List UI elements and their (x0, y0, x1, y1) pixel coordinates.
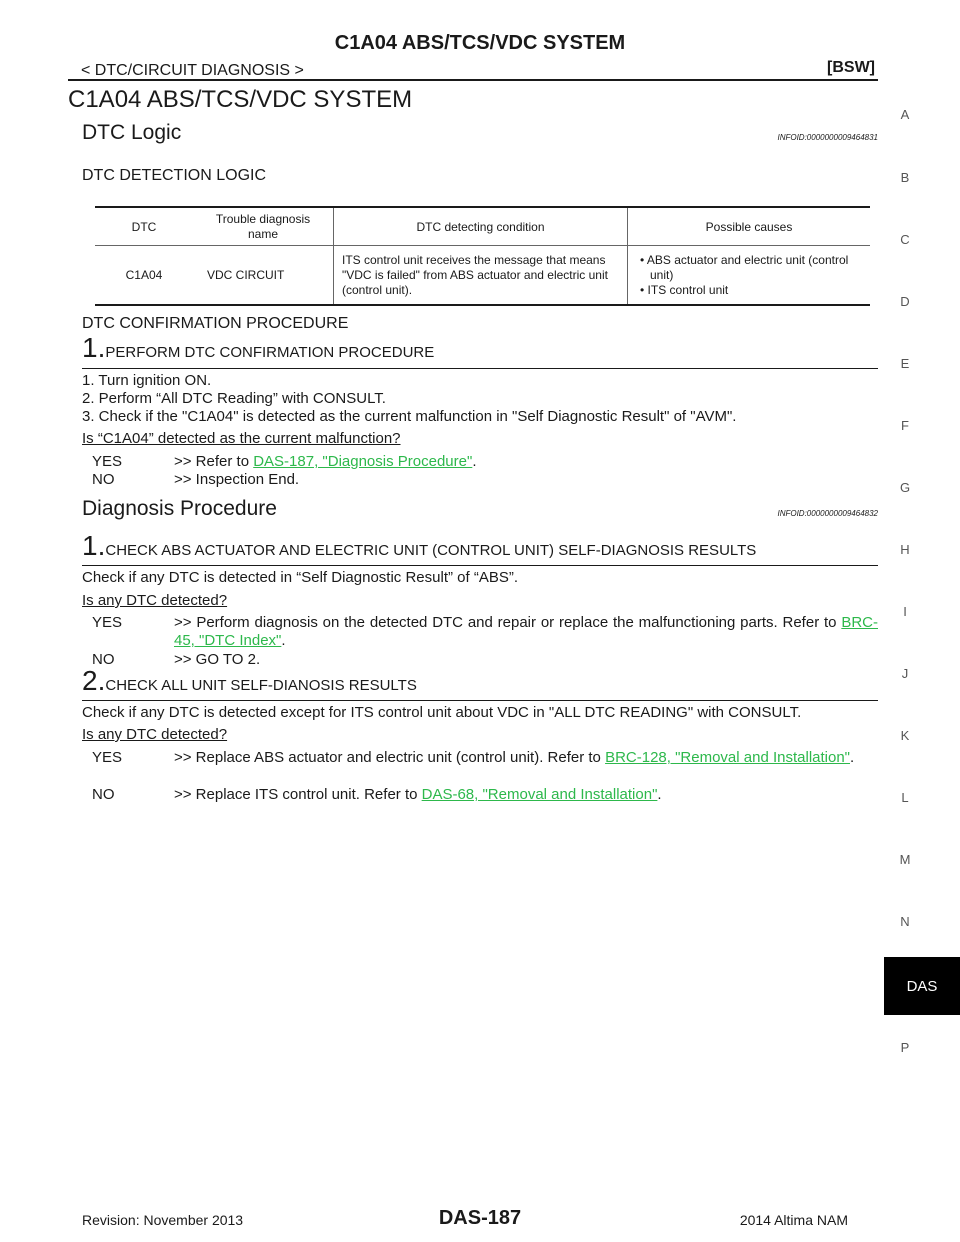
side-index-das-active[interactable]: DAS (884, 957, 960, 1015)
header-rule (68, 79, 878, 81)
header-model-code: [BSW] (827, 59, 875, 76)
table-row: C1A04 VDC CIRCUIT ITS control unit recei… (95, 245, 870, 305)
diagnosis-procedure-link[interactable]: DAS-187, "Diagnosis Procedure" (253, 453, 473, 470)
diag-step-1-question: Is any DTC detected? (82, 592, 228, 609)
diag-step-1-no-row: NO >> GO TO 2. (92, 651, 878, 668)
diag-step-2-yes-row: YES >> Replace ABS actuator and electric… (92, 749, 878, 767)
no-key: NO (92, 651, 115, 668)
side-index-f[interactable]: F (901, 418, 909, 433)
side-index-p[interactable]: P (900, 1040, 910, 1055)
no-text: >> GO TO 2. (174, 651, 261, 668)
side-index-j[interactable]: J (901, 666, 909, 681)
footer-revision: Revision: November 2013 (82, 1212, 244, 1228)
cell-causes: • ABS actuator and electric unit (contro… (627, 245, 870, 305)
list-item: 3. Check if the "C1A04" is detected as t… (82, 408, 737, 425)
list-item: 1. Turn ignition ON. (82, 372, 212, 389)
side-index-i[interactable]: I (903, 604, 907, 619)
list-item: • ITS control unit (640, 282, 729, 297)
confirm-no-row: NO >> Inspection End. (92, 471, 878, 488)
diag-step-1-yes-row: YES >> Perform diagnosis on the detected… (92, 614, 878, 650)
step-number: 2. (82, 665, 106, 696)
no-end: . (657, 786, 662, 803)
cause-2: ITS control unit (647, 282, 729, 297)
side-index-b[interactable]: B (900, 170, 910, 185)
diagnosis-infoid: INFOID:0000000009464832 (777, 509, 878, 518)
page-title: C1A04 ABS/TCS/VDC SYSTEM (68, 86, 413, 113)
diagnosis-procedure-heading: Diagnosis Procedure (82, 497, 277, 520)
diag-step-2-no-row: NO >> Replace ITS control unit. Refer to… (92, 786, 878, 803)
yes-end: . (850, 749, 855, 766)
cause-1: ABS actuator and electric unit (control … (646, 252, 849, 282)
brc-removal-installation-link[interactable]: BRC-128, "Removal and Installation" (605, 749, 850, 766)
cell-condition: ITS control unit receives the message th… (333, 245, 628, 305)
step-title: CHECK ABS ACTUATOR AND ELECTRIC UNIT (CO… (105, 542, 757, 559)
side-index-c[interactable]: C (900, 232, 910, 247)
das-removal-installation-link[interactable]: DAS-68, "Removal and Installation" (421, 786, 658, 803)
dtc-confirmation-heading: DTC CONFIRMATION PROCEDURE (82, 315, 349, 332)
table-header-condition: DTC detecting condition (333, 207, 628, 246)
side-index-a[interactable]: A (900, 107, 910, 122)
step-number: 1. (82, 530, 106, 561)
list-item: 2. Perform “All DTC Reading” with CONSUL… (82, 390, 386, 407)
side-index-g[interactable]: G (899, 480, 911, 495)
yes-text: >> Replace ABS actuator and electric uni… (174, 749, 606, 766)
table-header-name-text: Trouble diagnosis name (215, 211, 311, 241)
dtc-logic-heading: DTC Logic (82, 121, 182, 144)
side-index-h[interactable]: H (900, 542, 910, 557)
side-index-d[interactable]: D (900, 294, 910, 309)
diag-step-2-text: Check if any DTC is detected except for … (82, 704, 802, 721)
yes-end: . (281, 632, 286, 649)
step-rule (82, 700, 878, 701)
yes-text: >> Perform diagnosis on the detected DTC… (174, 614, 842, 631)
step-rule (82, 368, 878, 369)
header-section: < DTC/CIRCUIT DIAGNOSIS > (81, 62, 304, 79)
no-text: >> Inspection End. (174, 471, 300, 488)
dtc-detection-logic-heading: DTC DETECTION LOGIC (82, 167, 267, 184)
yes-text: >> Refer to (174, 453, 254, 470)
step-title: PERFORM DTC CONFIRMATION PROCEDURE (105, 344, 435, 361)
table-header-dtc: DTC (95, 207, 193, 246)
side-index-n[interactable]: N (900, 914, 910, 929)
header-title: C1A04 ABS/TCS/VDC SYSTEM (334, 32, 626, 54)
dtc-logic-table: DTC Trouble diagnosis name DTC detecting… (95, 206, 870, 306)
step-title: CHECK ALL UNIT SELF-DIANOSIS RESULTS (105, 677, 417, 694)
table-header-name: Trouble diagnosis name (193, 207, 334, 246)
side-index-k[interactable]: K (900, 728, 910, 743)
step-rule (82, 565, 878, 566)
footer-page-number: DAS-187 (438, 1207, 522, 1229)
yes-key: YES (92, 749, 123, 766)
diag-step-2: 2.CHECK ALL UNIT SELF-DIANOSIS RESULTS (82, 665, 417, 697)
confirm-question: Is “C1A04” detected as the current malfu… (82, 430, 401, 447)
side-index-l[interactable]: L (901, 790, 909, 805)
no-key: NO (92, 786, 115, 803)
yes-key: YES (92, 453, 123, 470)
confirm-step-1: 1.PERFORM DTC CONFIRMATION PROCEDURE (82, 332, 434, 364)
footer-model: 2014 Altima NAM (739, 1212, 848, 1228)
cell-dtc: C1A04 (125, 268, 163, 282)
dtc-logic-infoid: INFOID:0000000009464831 (777, 133, 878, 142)
yes-end: . (472, 453, 477, 470)
cell-name: VDC CIRCUIT (207, 268, 285, 282)
diag-step-1-text: Check if any DTC is detected in “Self Di… (82, 569, 518, 586)
table-header-causes: Possible causes (627, 207, 870, 246)
causes-list: • ABS actuator and electric unit (contro… (634, 253, 864, 298)
dtc-index-link[interactable]: BRC-45, "DTC Index" (174, 614, 878, 649)
side-index-e[interactable]: E (900, 356, 910, 371)
confirm-steps-list: 1. Turn ignition ON. 2. Perform “All DTC… (82, 372, 736, 426)
side-index-m[interactable]: M (899, 852, 911, 867)
diag-step-2-question: Is any DTC detected? (82, 726, 228, 743)
list-item: • ABS actuator and electric unit (contro… (640, 252, 849, 282)
step-number: 1. (82, 332, 106, 363)
no-key: NO (92, 471, 115, 488)
diag-step-1: 1.CHECK ABS ACTUATOR AND ELECTRIC UNIT (… (82, 530, 756, 562)
no-text: >> Replace ITS control unit. Refer to (174, 786, 422, 803)
confirm-yes-row: YES >> Refer to DAS-187, "Diagnosis Proc… (92, 453, 878, 470)
yes-key: YES (92, 614, 123, 631)
